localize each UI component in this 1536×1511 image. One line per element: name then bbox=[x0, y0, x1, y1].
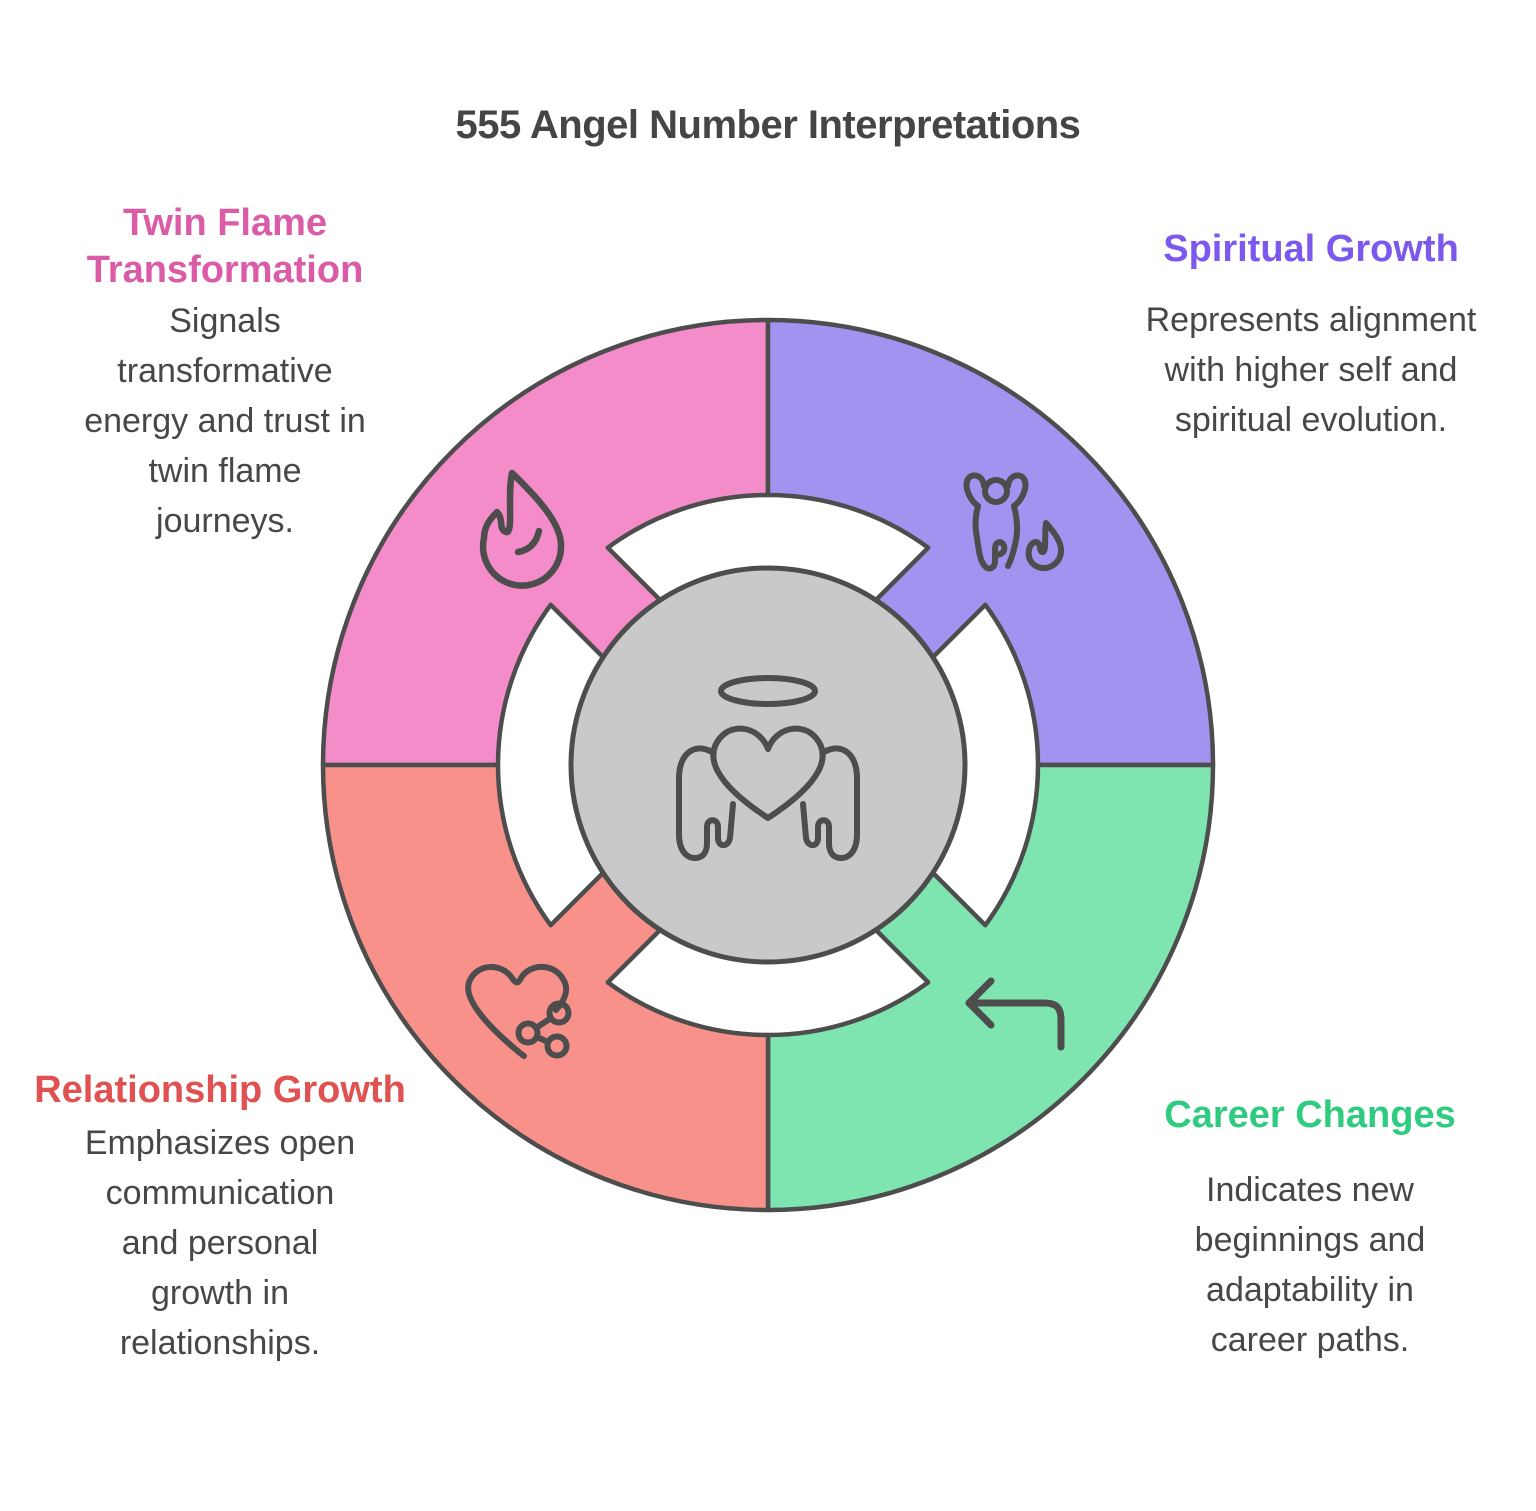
segment-description: Signals transformative energy and trust … bbox=[84, 302, 366, 540]
return-arrow-icon bbox=[965, 977, 1065, 1051]
heart-share-icon bbox=[465, 963, 572, 1059]
right-wing-icon bbox=[800, 745, 860, 861]
label-spiritual-growth: Spiritual Growth Represents alignment wi… bbox=[1140, 226, 1482, 445]
label-career-changes: Career Changes Indicates new beginnings … bbox=[1137, 1092, 1483, 1365]
segment-heading: Relationship Growth bbox=[34, 1069, 406, 1111]
angel-heart-halo-icon bbox=[676, 675, 860, 861]
heart-icon bbox=[710, 725, 826, 821]
label-twin-flame-transformation: Twin Flame Transformation Signals transf… bbox=[30, 200, 420, 546]
center-hub-circle bbox=[568, 565, 968, 965]
person-celebrating-flame-icon bbox=[963, 472, 1065, 572]
page-title: 555 Angel Number Interpretations bbox=[455, 103, 1081, 147]
segment-description: Emphasizes open communication and person… bbox=[84, 1124, 356, 1362]
segment-description: Represents alignment with higher self an… bbox=[1145, 301, 1477, 439]
segment-description: Indicates new beginnings and adaptabilit… bbox=[1194, 1171, 1426, 1359]
segment-heading: Spiritual Growth bbox=[1163, 228, 1459, 270]
segment-heading: Career Changes bbox=[1164, 1094, 1456, 1136]
left-wing-icon bbox=[676, 745, 736, 861]
segment-heading: Twin Flame Transformation bbox=[86, 202, 364, 291]
halo-icon bbox=[718, 675, 818, 707]
flame-icon bbox=[479, 469, 565, 589]
label-relationship-growth: Relationship Growth Emphasizes open comm… bbox=[30, 1067, 410, 1368]
